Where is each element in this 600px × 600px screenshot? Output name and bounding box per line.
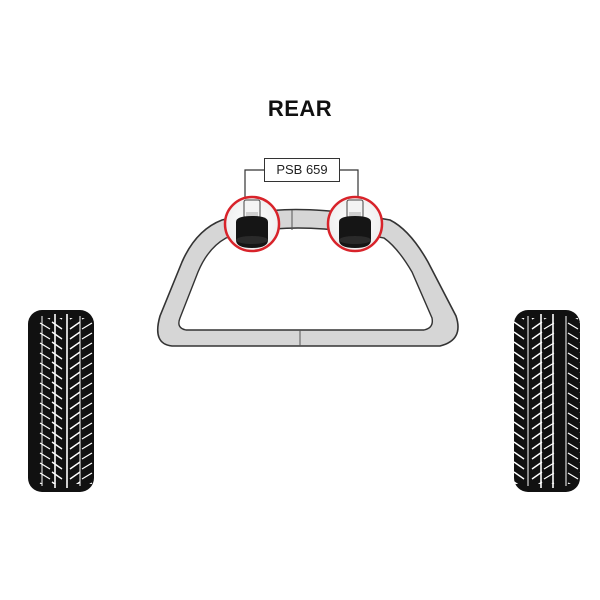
label-leaders [244, 169, 359, 200]
tyre-left-icon [28, 310, 94, 492]
tyre-right-icon [514, 310, 580, 492]
bush-left-icon [223, 195, 281, 253]
part-number-label: PSB 659 [264, 158, 340, 182]
bush-right-icon [326, 195, 384, 253]
subframe [156, 208, 459, 347]
diagram-title: REAR [267, 96, 333, 121]
